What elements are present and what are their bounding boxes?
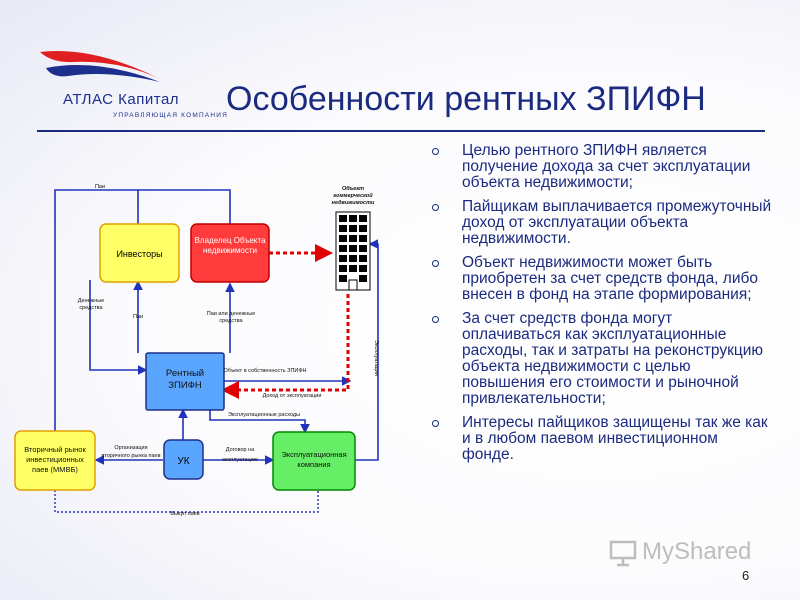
uk-label: УК [177, 456, 189, 467]
fund-label: Рентный ЗПИФН [165, 368, 205, 391]
bullet-circle-icon [432, 316, 439, 323]
operator-label-wrap: Эксплуатационная компания [281, 450, 347, 469]
bullet-text: За счет средств фонда могут оплачиваться… [462, 310, 764, 407]
arrow-redemption [54, 490, 319, 513]
presentation-board-icon [609, 540, 637, 567]
label-redemption: Выкуп паев [170, 511, 199, 517]
arrow-exploitation [355, 239, 379, 461]
label-organization: Организация вторичного рынка паев [101, 445, 161, 459]
arrow-money [89, 280, 148, 375]
uk-node [163, 439, 204, 480]
operator-node [272, 431, 356, 491]
red-arrows [221, 244, 350, 399]
bullet-item: Интересы пайщиков защищены так же как и … [432, 415, 772, 463]
secondary-label-wrap: Вторичный рынок инвестиционных паев (ММВ… [24, 445, 86, 474]
fund-scheme-diagram: Инвесторы Владелец Объекта недвижимости … [14, 184, 379, 517]
bullet-circle-icon [432, 148, 439, 155]
arrow-investor-loop [54, 189, 231, 431]
label-pai-or-money: Паи или денежные средства [206, 311, 256, 324]
label-object-to-fund: Объект в собственность ЗПИФН [223, 368, 306, 374]
watermark: MyShared [608, 538, 768, 574]
label-pai: Паи [133, 314, 143, 320]
building-icon [335, 211, 371, 291]
operator-label: Эксплуатационная компания [281, 450, 347, 469]
owner-label: Владелец Объекта недвижимости [194, 236, 266, 255]
label-money: Денежные средства [77, 298, 105, 311]
bullet-item: Целью рентного ЗПИФН является получение … [432, 143, 772, 191]
arrow-income [221, 294, 350, 399]
bullet-circle-icon [432, 420, 439, 427]
label-contract: Договор на эксплуатацию [222, 447, 258, 463]
pai-money-label-wrap: Паи или денежные средства [206, 311, 256, 324]
bullet-circle-icon [432, 204, 439, 211]
object-label-wrap: Объект коммерческой недвижимости [331, 186, 375, 206]
owner-label-wrap: Владелец Объекта недвижимости [194, 236, 266, 255]
secondary-market-node [14, 430, 96, 491]
owner-node [190, 223, 270, 283]
secondary-label: Вторичный рынок инвестиционных паев (ММВ… [24, 445, 86, 474]
page-number: 6 [742, 568, 750, 583]
watermark-text: MyShared [642, 538, 752, 565]
title-divider [37, 130, 765, 132]
bullet-text: Интересы пайщиков защищены так же как и … [462, 414, 768, 463]
fund-label-wrap: Рентный ЗПИФН [165, 368, 205, 391]
arrow-expenses [209, 410, 310, 434]
logo-tagline: УПРАВЛЯЮЩАЯ КОМПАНИЯ [113, 112, 229, 119]
bullet-circle-icon [432, 260, 439, 267]
logo-swoosh-icon [40, 51, 160, 82]
money-label-wrap: Денежные средства [77, 298, 105, 311]
label-expenses: Эксплуатационные расходы [227, 412, 301, 418]
blue-arrows [54, 189, 379, 465]
investors-label: Инвесторы [116, 249, 162, 259]
bullet-text: Пайщикам выплачивается промежуточный дох… [462, 198, 772, 247]
fund-node [145, 352, 225, 411]
investors-node [99, 223, 180, 283]
organization-label-wrap: Организация вторичного рынка паев [101, 445, 161, 459]
label-exploitation: Эксплуатация [373, 340, 379, 376]
bullet-text: Объект недвижимости может быть приобрете… [462, 254, 758, 303]
slide-title: Особенности рентных ЗПИФН [226, 80, 706, 118]
object-label: Объект коммерческой недвижимости [331, 186, 375, 206]
expenses-label-wrap: Эксплуатационные расходы [227, 412, 301, 418]
bullet-item: За счет средств фонда могут оплачиваться… [432, 311, 772, 407]
bullet-list: Целью рентного ЗПИФН является получение … [432, 143, 772, 471]
bullet-item: Пайщикам выплачивается промежуточный дох… [432, 199, 772, 247]
label-income: Доход от эксплуатации [263, 393, 322, 399]
company-logo: АТЛАС Капитал УПРАВЛЯЮЩАЯ КОМПАНИЯ [38, 44, 238, 124]
logo-name: АТЛАС Капитал [63, 91, 180, 108]
bullet-text: Целью рентного ЗПИФН является получение … [462, 142, 751, 191]
bullet-item: Объект недвижимости может быть приобрете… [432, 255, 772, 303]
label-top-pai: Паи [95, 184, 105, 190]
contract-label-wrap: Договор на эксплуатацию [222, 447, 258, 463]
